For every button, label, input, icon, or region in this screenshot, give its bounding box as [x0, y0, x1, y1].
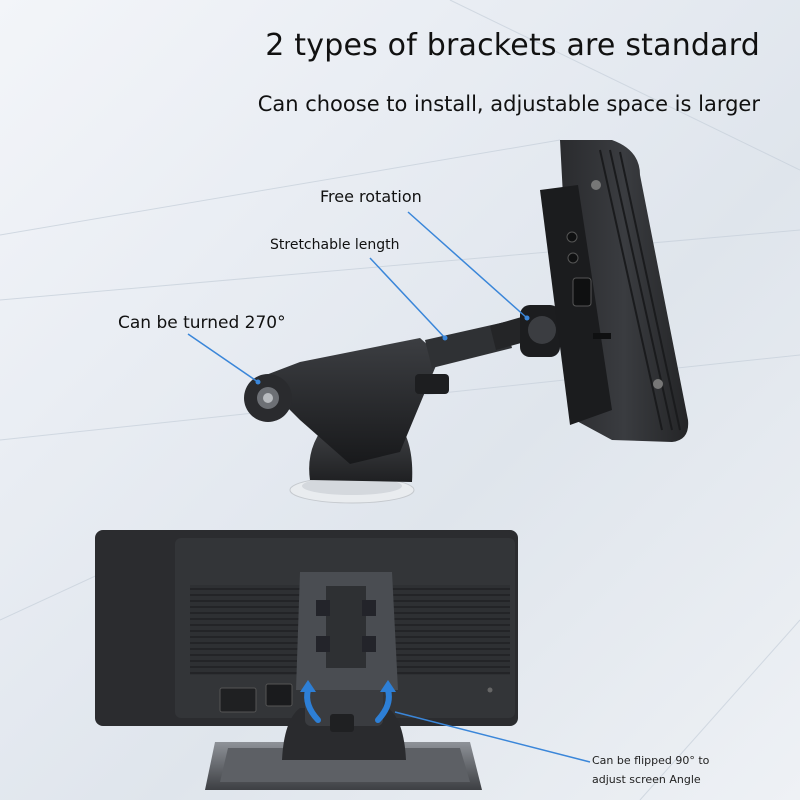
callout-flip-line1: Can be flipped 90° to — [592, 754, 710, 767]
callout-flip-line2: adjust screen Angle — [592, 773, 701, 786]
flip-arrows — [304, 687, 392, 723]
headline: 2 types of brackets are standard — [265, 28, 760, 63]
callout-free-rotation: Free rotation — [320, 187, 422, 206]
callout-stretchable-length: Stretchable length — [270, 237, 400, 253]
callout-lines — [187, 211, 591, 763]
callout-turned-270: Can be turned 270° — [118, 313, 286, 333]
suction-mount-bracket — [244, 305, 560, 504]
subheadline: Can choose to install, adjustable space … — [257, 92, 760, 116]
screen-side-view — [540, 140, 689, 442]
dashboard-bracket — [205, 572, 482, 790]
